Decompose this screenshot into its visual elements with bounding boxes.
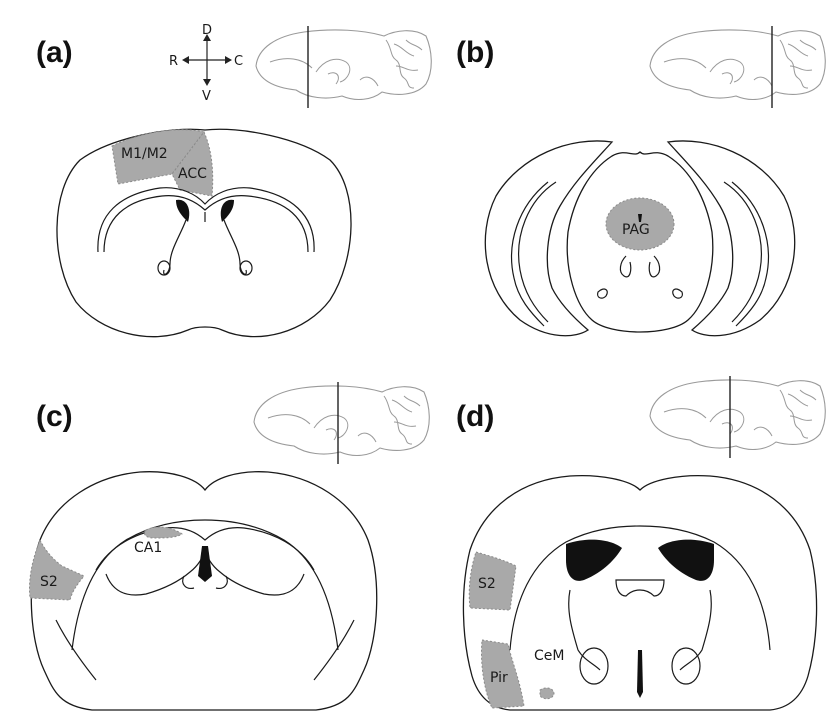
panel-a: (a) D V R C M1/M2 ACC <box>36 23 431 337</box>
sagittal-thumbnail-a <box>256 26 431 108</box>
sagittal-thumbnail-b <box>650 26 825 108</box>
rostral-label: R <box>169 54 178 69</box>
dorsal-label: D <box>202 23 212 38</box>
sagittal-thumbnail-c <box>254 382 429 464</box>
panel-a-label: (a) <box>36 36 73 69</box>
cem-region <box>540 688 554 699</box>
coronal-section-a: M1/M2 ACC <box>57 129 351 336</box>
caudal-label: C <box>234 54 243 69</box>
panel-d: (d) S2 Pir CeM <box>456 376 825 710</box>
s2-label-c: S2 <box>40 574 58 590</box>
pir-label: Pir <box>490 670 508 686</box>
panel-c-label: (c) <box>36 400 73 433</box>
panel-d-label: (d) <box>456 400 494 433</box>
panel-c: (c) S2 CA1 <box>29 382 429 710</box>
cem-label: CeM <box>534 648 564 664</box>
m1-m2-label: M1/M2 <box>121 146 168 162</box>
ca1-label: CA1 <box>134 540 162 556</box>
s2-label-d: S2 <box>478 576 496 592</box>
pag-label: PAG <box>622 222 650 238</box>
ventral-label: V <box>202 89 211 104</box>
coronal-section-d: S2 Pir CeM <box>463 476 816 710</box>
third-ventricle-d <box>637 650 643 698</box>
sagittal-thumbnail-d <box>650 376 825 458</box>
coronal-section-c: S2 CA1 <box>29 472 376 710</box>
orientation-compass: D V R C <box>169 23 243 104</box>
panel-b: (b) PAG <box>456 26 825 336</box>
coronal-section-b: PAG <box>485 141 794 336</box>
panel-b-label: (b) <box>456 36 494 69</box>
acc-label: ACC <box>178 166 207 182</box>
